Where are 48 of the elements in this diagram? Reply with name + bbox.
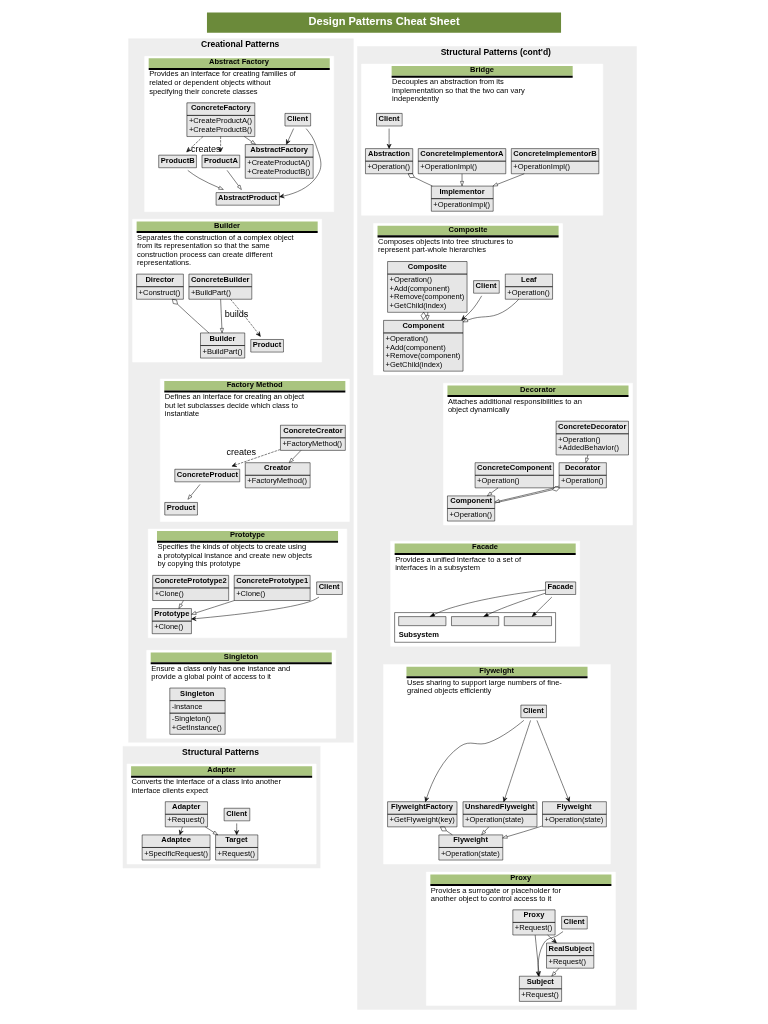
node-box	[451, 616, 499, 626]
arrow	[187, 170, 224, 190]
arrow	[289, 450, 302, 463]
arrow	[218, 136, 223, 153]
arrow	[534, 934, 541, 977]
arrow	[178, 600, 184, 609]
arrow	[429, 589, 546, 617]
node-box	[398, 616, 447, 626]
arrow	[286, 128, 294, 145]
arrow	[234, 823, 239, 836]
arrow	[461, 295, 482, 321]
arrow	[187, 484, 201, 500]
connector	[172, 299, 210, 334]
arrow	[186, 136, 204, 153]
arrow	[551, 968, 560, 977]
arrow	[460, 173, 464, 187]
arrow	[191, 596, 320, 621]
arrow	[230, 299, 261, 337]
arrow	[547, 934, 557, 944]
arrow	[462, 299, 520, 323]
arrow	[492, 173, 525, 187]
arrow	[424, 720, 525, 802]
arrow	[231, 449, 281, 467]
diagram-title: Design Patterns Cheat Sheet	[308, 14, 460, 27]
node-box	[504, 616, 552, 626]
arrow	[243, 136, 256, 145]
arrow	[585, 454, 589, 463]
arrow	[179, 826, 184, 836]
edge-label: builds	[224, 309, 249, 320]
arrow	[536, 720, 570, 802]
arrow	[483, 592, 546, 617]
arrow	[531, 596, 553, 617]
arrow	[220, 299, 224, 334]
arrow	[487, 487, 499, 497]
arrow	[481, 826, 489, 836]
arrow	[502, 825, 543, 839]
arrow	[425, 311, 430, 321]
arrow	[503, 720, 531, 802]
edge-label: creates	[226, 447, 257, 458]
connector	[407, 173, 433, 187]
arrow	[535, 931, 564, 977]
arrow	[205, 826, 218, 836]
arrow	[279, 128, 322, 199]
arrow	[386, 128, 392, 149]
arrow	[226, 170, 242, 190]
arrow	[191, 600, 235, 615]
connector	[440, 826, 453, 836]
edge-label: creates	[190, 143, 221, 154]
